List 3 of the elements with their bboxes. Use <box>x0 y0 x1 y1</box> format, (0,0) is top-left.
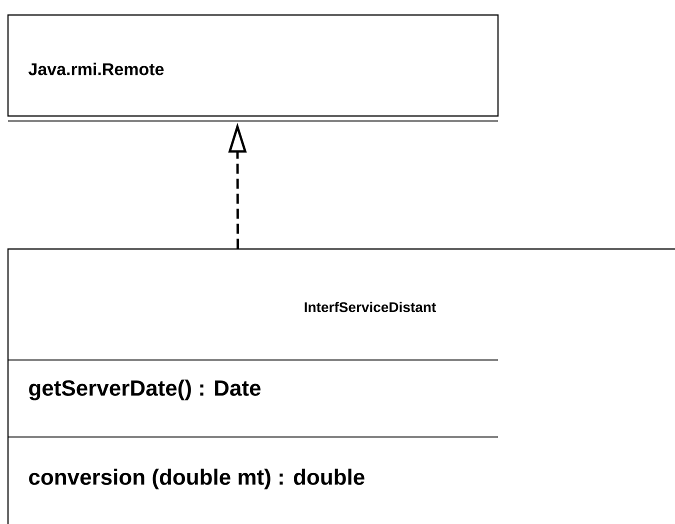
class-name: InterfServiceDistant <box>304 302 436 312</box>
method-text: conversion (double mt) : double <box>29 468 364 490</box>
method-text: getServerDate() : Date <box>29 380 261 400</box>
